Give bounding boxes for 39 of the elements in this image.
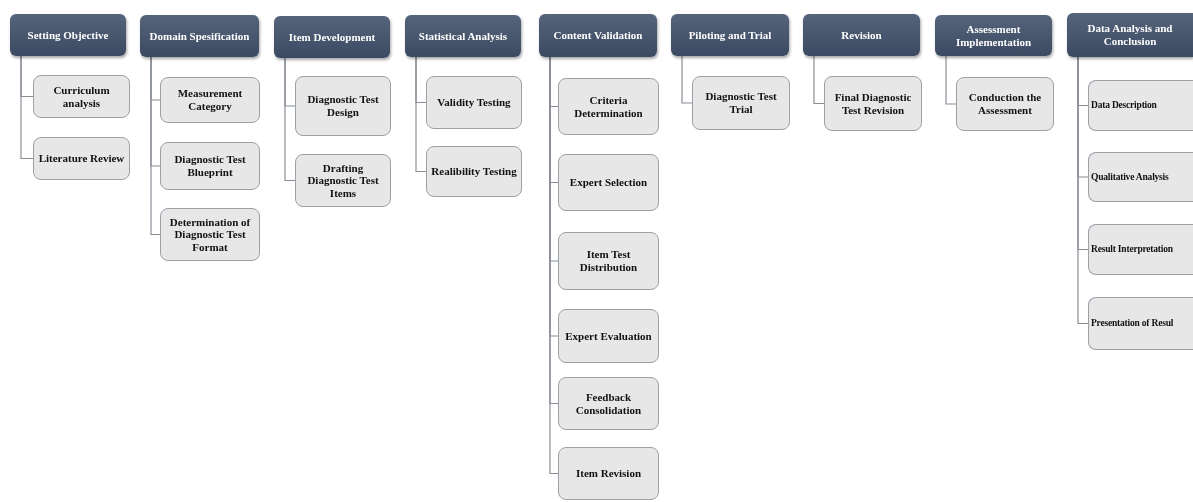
phase-header: Assessment Implementation (935, 15, 1052, 56)
step-box: Item Revision (558, 447, 659, 500)
step-box: Determination of Diagnostic Test Format (160, 208, 260, 261)
connector-line (813, 55, 825, 105)
phase-header: Revision (803, 14, 920, 56)
step-box: Literature Review (33, 137, 130, 180)
step-box: Curriculum analysis (33, 75, 130, 118)
phase-header: Content Validation (539, 14, 657, 57)
phase-header: Domain Spesification (140, 15, 259, 57)
step-box: Diagnostic Test Blueprint (160, 142, 260, 190)
step-box: Expert Evaluation (558, 309, 659, 363)
step-box: Presentation of Resul (1088, 297, 1193, 350)
phase-header: Item Development (274, 16, 390, 58)
step-box: Result Interpretation (1088, 224, 1193, 275)
connector-line (1077, 56, 1089, 325)
step-box: Diagnostic Test Design (295, 76, 391, 136)
step-box: Expert Selection (558, 154, 659, 211)
phase-header: Piloting and Trial (671, 14, 789, 56)
connector-line (20, 55, 34, 160)
connector-line (945, 55, 957, 105)
step-box: Data Description (1088, 80, 1193, 131)
step-box: Drafting Diagnostic Test Items (295, 154, 391, 207)
step-box: Validity Testing (426, 76, 522, 129)
connector-line (150, 56, 161, 236)
step-box: Feedback Consolidation (558, 377, 659, 430)
step-box: Item Test Distribution (558, 232, 659, 290)
phase-header: Setting Objective (10, 14, 126, 56)
connector-line (415, 56, 427, 173)
step-box: Realibility Testing (426, 146, 522, 197)
step-box: Final Diagnostic Test Revision (824, 76, 922, 131)
step-box: Qualitative Analysis (1088, 152, 1193, 202)
connector-line (284, 57, 296, 182)
phase-header: Data Analysis and Conclusion (1067, 13, 1193, 57)
connector-line (681, 55, 693, 104)
step-box: Criteria Determination (558, 78, 659, 135)
phase-header: Statistical Analysis (405, 15, 521, 57)
step-box: Measurement Category (160, 77, 260, 123)
step-box: Conduction the Assessment (956, 77, 1054, 131)
step-box: Diagnostic Test Trial (692, 76, 790, 130)
